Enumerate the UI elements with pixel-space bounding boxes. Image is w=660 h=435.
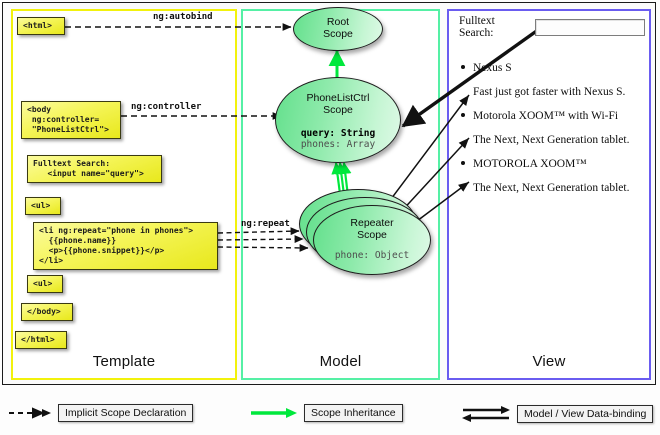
scope-repeater-title-2: Scope <box>357 229 387 241</box>
scope-phonelistctrl-prop-phones: phones: Array <box>300 139 376 150</box>
scope-root-title-2: Scope <box>323 28 353 40</box>
scope-phonelistctrl-prop-query: query: String <box>300 128 376 139</box>
edge-label-ng-repeat: ng:repeat <box>241 219 290 229</box>
code-box-fulltext-search: Fulltext Search: <input name="query"> <box>27 155 162 183</box>
code-box-html-open: <html> <box>17 17 65 35</box>
legend-item-model-view-data-binding: Model / View Data-binding <box>461 404 654 424</box>
view-phone-list: Nexus S Fast just got faster with Nexus … <box>461 61 645 196</box>
column-label-view: View <box>532 353 566 370</box>
legend-label: Scope Inheritance <box>304 404 403 422</box>
list-item: MOTOROLA XOOM™ The Next, Next Generation… <box>461 157 645 196</box>
double-arrow-icon <box>462 406 510 422</box>
view-search-input[interactable] <box>535 18 645 36</box>
column-model: Model <box>241 9 440 380</box>
edge-ng-repeat-1 <box>217 227 300 236</box>
legend-item-scope-inheritance: Scope Inheritance <box>250 404 403 422</box>
edge-label-ng-autobind: ng:autobind <box>153 12 213 22</box>
column-label-model: Model <box>319 353 362 370</box>
code-box-body-tag: <body ng:controller= "PhoneListCtrl"> <box>21 101 121 139</box>
legend-item-implicit-scope-declaration: Implicit Scope Declaration <box>8 404 194 422</box>
view-phone-snippet: Fast just got faster with Nexus S. <box>473 86 626 98</box>
view-phone-name: Nexus S <box>473 62 512 74</box>
bullet-icon <box>461 65 465 69</box>
scope-phonelistctrl-title-1: PhoneListCtrl <box>306 92 370 104</box>
scope-root: Root Scope <box>293 7 383 51</box>
code-box-body-close: </body> <box>21 303 73 321</box>
scope-phonelistctrl-title-2: Scope <box>323 104 353 116</box>
scope-repeater-front: Repeater Scope phone: Object <box>313 205 431 275</box>
legend-label: Model / View Data-binding <box>517 405 654 423</box>
view-search-row: Fulltext Search: <box>459 15 645 39</box>
scope-phonelistctrl: PhoneListCtrl Scope query: String phones… <box>275 77 401 163</box>
code-box-ul-open: <ul> <box>25 197 61 215</box>
view-content: Fulltext Search: Nexus S Fast just got f… <box>455 15 645 205</box>
view-search-label: Fulltext Search: <box>459 15 495 39</box>
scope-repeater-prop-phone: phone: Object <box>334 250 410 261</box>
edge-databinding-query <box>401 23 546 128</box>
edge-ng-repeat-2 <box>217 235 304 244</box>
view-phone-snippet: The Next, Next Generation tablet. <box>473 182 630 194</box>
edge-databinding-phone-1 <box>378 94 470 216</box>
code-box-ul-close: <ul> <box>27 275 63 293</box>
view-phone-name: Motorola XOOM™ with Wi-Fi <box>473 110 619 122</box>
scope-repeater-title-1: Repeater <box>350 217 394 229</box>
code-box-li-repeat: <li ng:repeat="phone in phones"> {{phone… <box>33 222 218 270</box>
edge-label-ng-controller: ng:controller <box>131 102 202 112</box>
bullet-icon <box>461 113 465 117</box>
edge-ng-repeat-3 <box>217 243 309 252</box>
diagram-frame: Template Model View <box>2 2 656 385</box>
view-phone-name: MOTOROLA XOOM™ <box>473 158 587 170</box>
code-box-html-close: </html> <box>15 331 67 349</box>
green-arrow-icon <box>251 408 297 418</box>
bullet-icon <box>461 161 465 165</box>
list-item: Motorola XOOM™ with Wi-Fi The Next, Next… <box>461 109 645 148</box>
legend-label: Implicit Scope Declaration <box>58 404 194 422</box>
list-item: Nexus S Fast just got faster with Nexus … <box>461 61 645 100</box>
column-label-template: Template <box>92 353 156 370</box>
legend: Implicit Scope Declaration Scope Inherit… <box>0 392 660 435</box>
dashed-arrow-icon <box>9 407 51 419</box>
scope-root-title-1: Root <box>326 16 350 28</box>
view-phone-snippet: The Next, Next Generation tablet. <box>473 134 630 146</box>
